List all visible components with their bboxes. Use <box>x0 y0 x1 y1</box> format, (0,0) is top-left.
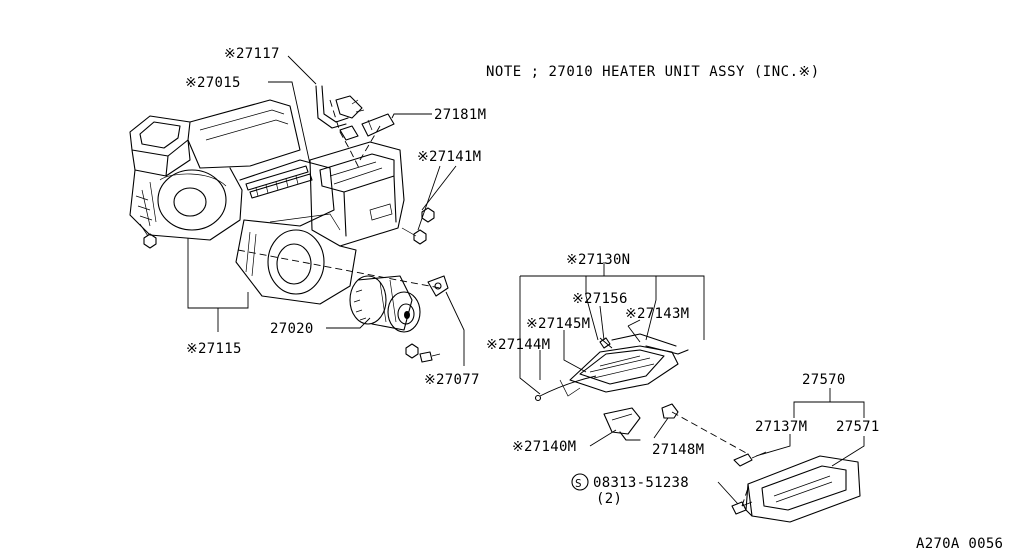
label-27130n: ※27130N <box>566 252 630 268</box>
label-27571: 27571 <box>836 419 880 435</box>
label-27137m: 27137M <box>755 419 807 435</box>
label-screw-code: 08313-51238 <box>593 475 689 491</box>
blower-motor-drawing <box>349 275 441 363</box>
label-27143m: ※27143M <box>625 306 689 322</box>
label-27570: 27570 <box>802 372 846 388</box>
label-27144m: ※27144M <box>486 337 550 353</box>
screw-symbol-letter: S <box>575 477 582 490</box>
label-27156: ※27156 <box>572 291 628 307</box>
label-27015: ※27015 <box>185 75 241 91</box>
screw-symbol-circle <box>571 473 589 491</box>
figure-code: A270A 0056 <box>916 536 1003 552</box>
heater-case-drawing <box>129 85 449 305</box>
leader-lines <box>187 55 865 507</box>
label-27140m: ※27140M <box>512 439 576 455</box>
note-text: NOTE ; 27010 HEATER UNIT ASSY (INC.※) <box>486 64 820 80</box>
label-screw-qty: (2) <box>596 491 622 507</box>
label-27117: ※27117 <box>224 46 280 62</box>
label-27115: ※27115 <box>186 341 242 357</box>
label-27141m: ※27141M <box>417 149 481 165</box>
label-27020: 27020 <box>270 321 314 337</box>
label-27077: ※27077 <box>424 372 480 388</box>
label-27145m: ※27145M <box>526 316 590 332</box>
control-finisher-drawing <box>731 451 861 523</box>
label-27181m: 27181M <box>434 107 486 123</box>
heater-control-drawing <box>534 325 689 441</box>
label-27148m: 27148M <box>652 442 704 458</box>
